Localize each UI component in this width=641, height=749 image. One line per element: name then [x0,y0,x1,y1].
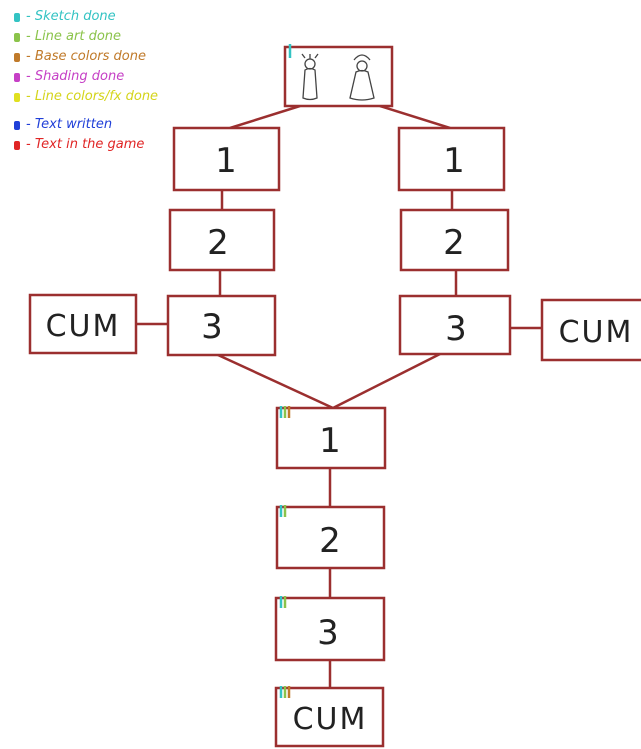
node-label: CUM [293,702,368,737]
node-label: 1 [443,141,465,181]
left-node-2: 2 [170,210,274,270]
connector [333,354,440,408]
node-label: 2 [443,223,465,263]
left-node-1: 1 [174,128,279,190]
merged-node-3: 3 [276,596,384,660]
left-node-3: 3 [168,296,275,355]
node-label: 2 [319,521,341,561]
node-label: 3 [317,613,339,653]
node-label: 3 [445,309,467,349]
progress-ticks [281,406,289,418]
merged-node-1: 1 [277,406,385,468]
node-label: 3 [201,307,223,347]
connector [380,106,450,128]
progress-ticks [281,686,289,698]
connector [230,106,300,128]
right-end-node: CUM [542,300,641,360]
node-label: CUM [559,315,634,350]
node-label: 1 [215,141,237,181]
left-end-node: CUM [30,295,136,353]
node-label: 1 [319,421,341,461]
merged-end-node: CUM [276,686,383,746]
right-node-1: 1 [399,128,504,190]
right-node-3: 3 [400,296,510,354]
node-label: 2 [207,223,229,263]
characters-box [285,44,392,106]
merged-node-2: 2 [277,505,384,568]
connector [218,355,333,408]
node-label: CUM [46,309,121,344]
right-node-2: 2 [401,210,508,270]
